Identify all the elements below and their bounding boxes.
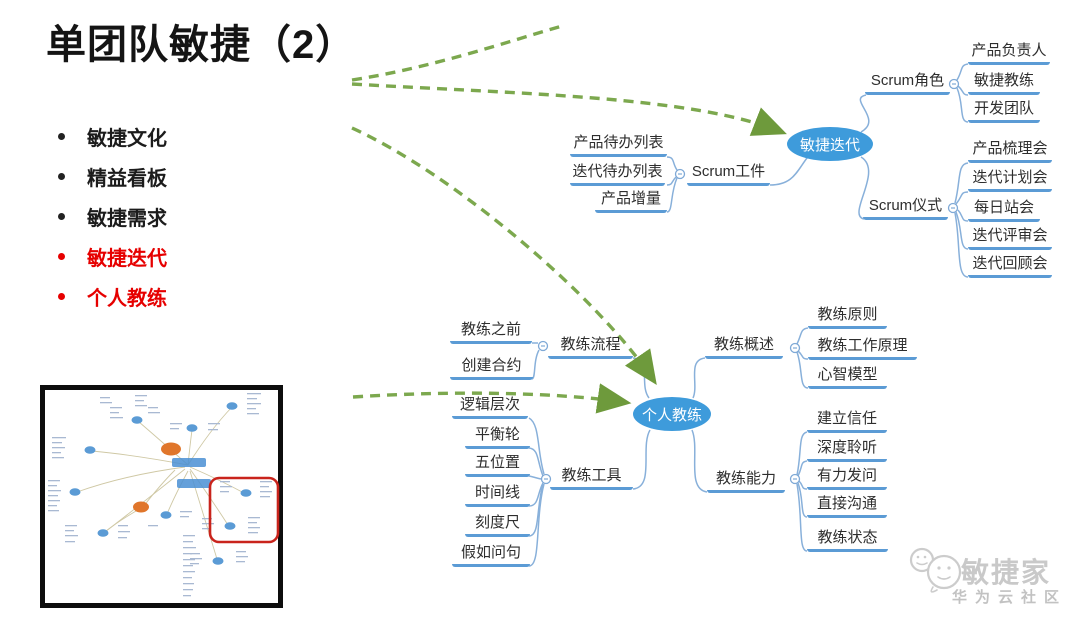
topic-coaching-tools: 教练工具	[550, 466, 633, 490]
collapse-icon	[948, 78, 960, 90]
subtopic-timeline: 时间线	[465, 483, 530, 507]
subtopic-sprint-retro: 迭代回顾会	[968, 254, 1052, 278]
thumbnail-nodes	[69, 402, 252, 565]
subtopic-build-trust: 建立信任	[807, 409, 887, 433]
bullet-dot	[58, 212, 65, 220]
topic-coaching-competency: 教练能力	[707, 469, 785, 493]
bullet-dot	[58, 252, 65, 260]
bullet-dot	[58, 132, 65, 140]
green-dashed-arrow-to-coaching-top	[351, 126, 657, 386]
topic-scrum-artifacts: Scrum工件	[687, 162, 770, 186]
subtopic-product-owner: 产品负责人	[968, 41, 1050, 65]
green-dashed-arrow-to-coaching-left	[352, 383, 632, 414]
subtopic-five-positions: 五位置	[465, 453, 530, 477]
collapse-icon	[674, 168, 686, 180]
subtopic-dev-team: 开发团队	[968, 99, 1040, 123]
bullet-item-personal-coaching-highlighted: 个人教练	[58, 284, 167, 310]
subtopic-agile-coach: 敏捷教练	[968, 71, 1040, 95]
green-dashed-arrow-to-iteration	[351, 82, 787, 136]
topic-scrum-roles: Scrum角色	[865, 71, 950, 95]
center-node-personal-coaching: 个人教练	[633, 397, 711, 431]
green-dashed-arrows	[351, 24, 787, 414]
watermark-community-text: 华为云社区	[952, 589, 1068, 606]
subtopic-what-if-question: 假如问句	[452, 543, 530, 567]
subtopic-direct-communication: 直接沟通	[807, 494, 887, 518]
subtopic-deep-listening: 深度聆听	[807, 438, 887, 462]
subtopic-sprint-backlog: 迭代待办列表	[570, 162, 665, 186]
subtopic-daily-standup: 每日站会	[968, 198, 1040, 222]
thumbnail-text-ticks	[48, 393, 272, 597]
subtopic-coach-state: 教练状态	[807, 528, 888, 552]
bullet-list: 敏捷文化 精益看板 敏捷需求 敏捷迭代 个人教练	[58, 124, 167, 324]
page-title: 单团队敏捷（2）	[46, 23, 357, 67]
topic-coaching-process: 教练流程	[548, 335, 633, 359]
collapse-handle-icons[interactable]	[537, 78, 960, 485]
overview-thumbnail	[40, 385, 283, 608]
bullet-label: 敏捷文化	[87, 127, 167, 150]
branch-connector-lines	[528, 63, 969, 567]
subtopic-coaching-principles: 教练原则	[808, 305, 887, 329]
collapse-icon	[789, 473, 801, 485]
collapse-icon	[540, 473, 552, 485]
topic-coaching-overview: 教练概述	[705, 335, 783, 359]
watermark-brand-text: 敏捷家	[961, 557, 1052, 588]
bullet-item-agile-iteration-highlighted: 敏捷迭代	[58, 244, 167, 270]
watermark-chat-faces-icon	[909, 547, 962, 593]
bullet-item-lean-kanban: 精益看板	[58, 164, 167, 190]
subtopic-scale-ruler: 刻度尺	[465, 513, 530, 537]
collapse-icon	[789, 342, 801, 354]
bullet-dot	[58, 172, 65, 180]
thumbnail-border	[40, 385, 283, 608]
bullet-label: 敏捷需求	[87, 207, 167, 230]
subtopic-logic-levels: 逻辑层次	[452, 395, 528, 419]
subtopic-product-backlog: 产品待办列表	[570, 133, 667, 157]
bullet-label: 精益看板	[87, 167, 167, 190]
subtopic-mental-model: 心智模型	[808, 365, 887, 389]
collapse-icon	[537, 340, 549, 352]
subtopic-coaching-work-theory: 教练工作原理	[808, 336, 917, 360]
bullet-item-agile-culture: 敏捷文化	[58, 124, 167, 150]
topic-scrum-ceremonies: Scrum仪式	[863, 196, 948, 220]
subtopic-product-grooming: 产品梳理会	[968, 139, 1052, 163]
subtopic-balance-wheel: 平衡轮	[465, 425, 530, 449]
bullet-item-agile-requirements: 敏捷需求	[58, 204, 167, 230]
subtopic-product-increment: 产品增量	[595, 189, 667, 213]
subtopic-create-contract: 创建合约	[450, 356, 533, 380]
bullet-label: 个人教练	[87, 287, 167, 310]
subtopic-before-coaching: 教练之前	[450, 320, 532, 344]
center-node-agile-iteration: 敏捷迭代	[787, 127, 873, 161]
green-dashed-curve-up	[351, 24, 563, 82]
collapse-icon	[947, 202, 959, 214]
thumbnail-highlight-box	[208, 476, 280, 544]
bullet-label: 敏捷迭代	[87, 247, 167, 270]
bullet-dot	[58, 292, 65, 300]
subtopic-sprint-planning: 迭代计划会	[968, 168, 1052, 192]
subtopic-sprint-review: 迭代评审会	[968, 226, 1052, 250]
subtopic-powerful-questioning: 有力发问	[807, 466, 887, 490]
